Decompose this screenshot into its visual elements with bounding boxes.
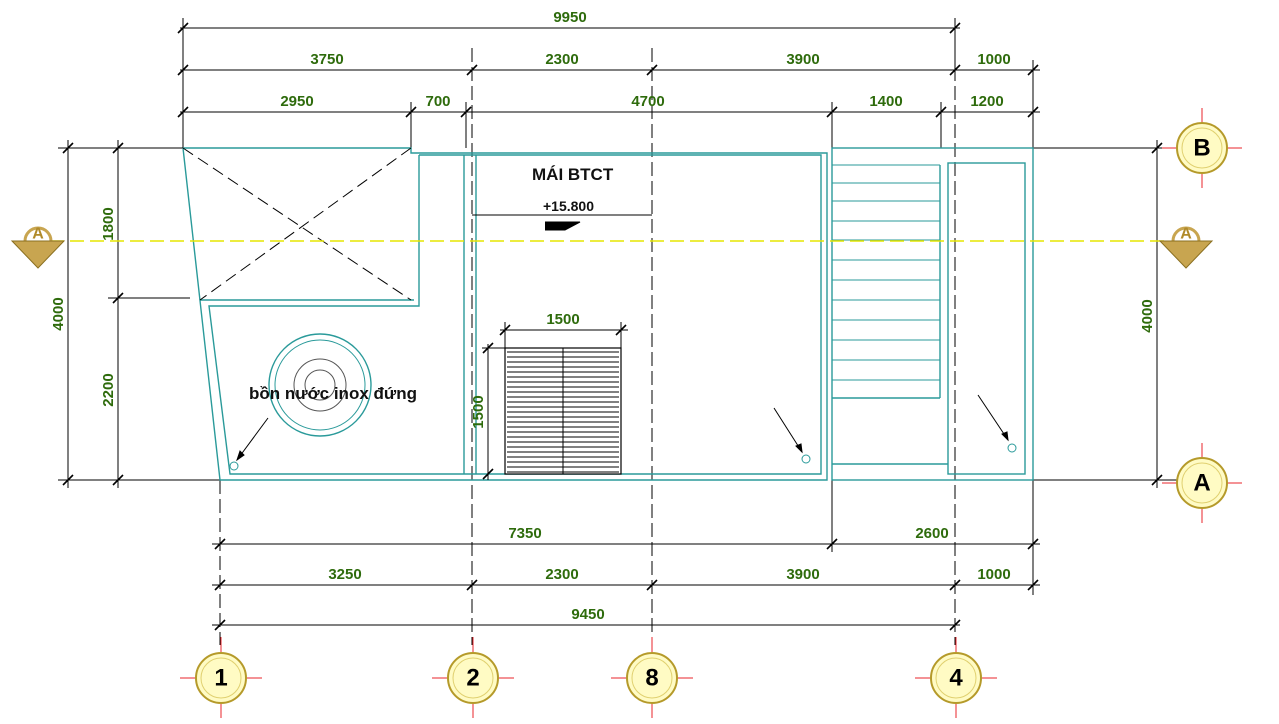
bottom-dimension-lines: [212, 480, 1040, 631]
section-mark-right-label: A: [1180, 226, 1192, 243]
dim-left-inner-1: 1800: [100, 207, 117, 240]
dim-right-outer: 4000: [1139, 299, 1156, 332]
dim-top-row3-2: 700: [425, 93, 450, 110]
dim-bottom-row2-3: 3900: [786, 566, 819, 583]
axis-bubble-B: B: [1162, 108, 1242, 188]
axis-bubble-1: 1: [180, 637, 262, 718]
axis-bubble-2: 2: [432, 637, 514, 718]
dim-top-row3-1: 2950: [280, 93, 313, 110]
dim-top-overall: 9950: [553, 9, 586, 26]
tank-label: bồn nước inox đứng: [249, 384, 417, 403]
water-tank: [268, 333, 372, 437]
dim-top-row2-4: 1000: [977, 51, 1010, 68]
inner-parapet: [208, 154, 822, 475]
dim-left-outer: 4000: [50, 297, 67, 330]
stair-landing-box: [831, 147, 1034, 481]
section-mark-left: A: [10, 226, 66, 269]
stair-treads: [832, 164, 940, 381]
axis-label-4: 4: [949, 665, 963, 692]
axis-label-A: A: [1193, 470, 1210, 497]
axis-bubble-A: A: [1162, 443, 1242, 523]
dim-top-row2-3: 3900: [786, 51, 819, 68]
axis-bubble-4: 4: [915, 637, 997, 718]
dim-top-row2-2: 2300: [545, 51, 578, 68]
skylight-dimension-lines: [482, 322, 628, 480]
dim-bottom-row2-4: 1000: [977, 566, 1010, 583]
dim-skylight-height: 1500: [470, 395, 487, 428]
axis-label-8: 8: [645, 665, 658, 692]
axis-label-2: 2: [466, 665, 479, 692]
section-mark-left-label: A: [32, 226, 44, 243]
dim-top-row2-1: 3750: [310, 51, 343, 68]
dim-skylight-width: 1500: [546, 311, 579, 328]
top-dimension-lines: [177, 18, 1040, 148]
dim-bottom-row1-2: 2600: [915, 525, 948, 542]
dim-left-inner-2: 2200: [100, 373, 117, 406]
dim-bottom-row2-2: 2300: [545, 566, 578, 583]
floor-drains: [229, 394, 1017, 471]
void-opening: [182, 147, 412, 301]
dim-bottom-row2-1: 3250: [328, 566, 361, 583]
axis-label-1: 1: [214, 665, 227, 692]
elevation-marker: [472, 214, 652, 231]
roof-label: MÁI BTCT: [532, 165, 614, 184]
dim-top-row3-4: 1400: [869, 93, 902, 110]
axis-bubble-8: 8: [611, 637, 693, 718]
side-dimension-lines: [58, 140, 1180, 488]
dim-bottom-overall: 9450: [571, 606, 604, 623]
grid-lines: [219, 48, 956, 645]
dim-top-row3-3: 4700: [631, 93, 664, 110]
axis-label-B: B: [1193, 135, 1210, 162]
section-mark-right: A: [1158, 226, 1214, 269]
skylight: [504, 347, 622, 475]
dim-bottom-row1-1: 7350: [508, 525, 541, 542]
dim-top-row3-5: 1200: [970, 93, 1003, 110]
elevation-label: +15.800: [543, 198, 594, 214]
